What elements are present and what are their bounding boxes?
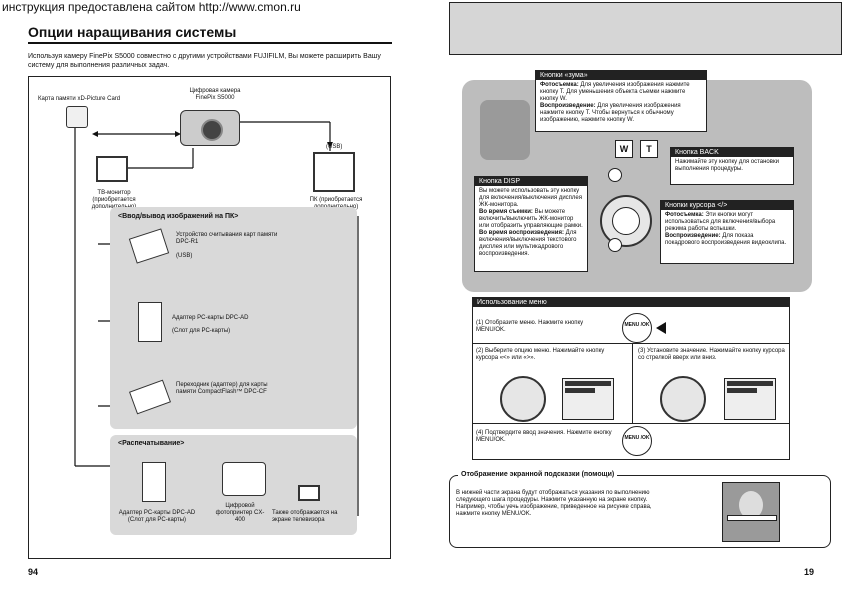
card-reader-label: Устройство считывания карт памяти DPC-R1: [176, 232, 278, 245]
menu-divider-1: [472, 343, 790, 344]
back-callout: Кнопка BACK Нажимайте эту кнопку для ост…: [670, 147, 794, 185]
right-page-number: 19: [804, 567, 815, 577]
cursor-header: Кнопки курсора </>: [661, 201, 793, 210]
menu-screen-3: [724, 378, 776, 420]
camera-grip: [480, 100, 530, 160]
menu-screen-2: [562, 378, 614, 420]
print-adapter-icon: [142, 462, 166, 502]
menu-ok-button[interactable]: [612, 207, 640, 235]
watermark-text: инструкция предоставлена сайтом http://w…: [2, 0, 301, 14]
help-box: [449, 475, 831, 548]
xd-card-icon: [66, 106, 88, 128]
help-text: В нижней части экрана будут отображаться…: [456, 490, 652, 517]
left-page-number: 94: [28, 567, 39, 577]
menu-ok-icon-1: MENU /OK: [622, 313, 652, 343]
disp-callout: Кнопка DISP Вы можете использовать эту к…: [474, 176, 588, 272]
printer-label: Цифровой фотопринтер CX-400: [215, 503, 265, 523]
menu-header: Использование меню: [473, 298, 789, 307]
cursor-play-text: Для показа покадрового воспроизведения в…: [665, 233, 787, 246]
pc-adapter-label: Адаптер PC-карты DPC-AD: [172, 315, 249, 321]
camera-icon: [180, 110, 240, 146]
zoom-play-label: Воспроизведение:: [540, 103, 596, 109]
photo-printer-icon: [222, 462, 266, 496]
printer-tv-label: Также отображается на экране телевизора: [272, 510, 338, 523]
menu-ok-icon-4: MENU /OK: [622, 426, 652, 456]
disp-button[interactable]: [608, 238, 622, 252]
back-text: Нажимайте эту кнопку для остановки выпол…: [675, 159, 779, 172]
menu-step3: (3) Установите значение. Нажимайте кнопк…: [638, 348, 785, 361]
zoom-play-text: Для увеличения изображения нажмите кнопк…: [540, 103, 681, 123]
top-gray-banner: [449, 2, 842, 55]
cursor-shoot-label: Фотосъемка:: [665, 212, 704, 218]
pc-adapter-slot: (Слот для PC-карты): [172, 328, 231, 334]
print-adapter-label: Адаптер PC-карты DPC-AD (Слот для PC-кар…: [118, 510, 196, 523]
cursor-shoot-text: Эти кнопки могут использоваться для вклю…: [665, 212, 776, 232]
pc-card-adapter-icon: [138, 302, 162, 342]
xd-card-label: Карта памяти xD-Picture Card: [38, 96, 121, 102]
cursor-play-label: Воспроизведение:: [665, 233, 721, 239]
disp-shoot-text: Вы можете включить/выключить ЖК-монитор …: [479, 209, 583, 229]
cf-adapter-label: Переходник (адаптер) для карты памяти Co…: [176, 382, 268, 395]
title-rule: [28, 42, 392, 44]
back-header: Кнопка BACK: [671, 148, 793, 157]
disp-shoot-label: Во время съемки:: [479, 209, 533, 215]
print-section-title: <Распечатывание>: [118, 440, 185, 447]
card-reader-usb: (USB): [176, 253, 193, 259]
pc-section-title: <Ввод/вывод изображений на ПК>: [118, 213, 239, 220]
help-photo: [722, 482, 780, 542]
pc-laptop-icon: [313, 152, 355, 192]
disp-header: Кнопка DISP: [475, 177, 587, 186]
zoom-callout: Кнопки «зума» Фотосъемка: Для увеличения…: [535, 70, 707, 132]
menu-step2: (2) Выберите опцию меню. Нажимайте кнопк…: [476, 348, 605, 361]
page-title: Опции наращивания системы: [28, 24, 237, 40]
disp-play-label: Во время воспроизведения:: [479, 230, 564, 236]
press-arrow-icon-1: [656, 322, 666, 334]
menu-step4: (4) Подтвердите ввод значения. Нажмите к…: [476, 430, 612, 443]
zoom-t-button[interactable]: T: [640, 140, 658, 158]
usb-label-top: (USB): [326, 144, 343, 150]
zoom-shoot-text: Для увеличения изображения нажмите кнопк…: [540, 82, 690, 102]
back-button[interactable]: [608, 168, 622, 182]
print-tv-icon: [298, 485, 320, 501]
camera-label: Цифровая камера FinePix S5000: [189, 88, 241, 101]
zoom-shoot-label: Фотосъемка:: [540, 82, 579, 88]
dpad-icon-3: [660, 376, 706, 422]
menu-divider-v: [632, 343, 633, 423]
disp-play-text: Для включения/выключения текстового дисп…: [479, 230, 577, 257]
system-diagram: [28, 76, 391, 559]
cursor-callout: Кнопки курсора </> Фотосъемка: Эти кнопк…: [660, 200, 794, 264]
zoom-w-button[interactable]: W: [615, 140, 633, 158]
menu-step1: (1) Отобразите меню. Нажмите кнопку MENU…: [476, 320, 584, 333]
dpad-icon-2: [500, 376, 546, 422]
intro-text: Используя камеру FinePix S5000 совместно…: [28, 53, 381, 69]
menu-divider-2: [472, 423, 790, 424]
help-title: Отображение экранной подсказки (помощи): [458, 471, 618, 478]
zoom-header: Кнопки «зума»: [536, 71, 706, 80]
tv-monitor-icon: [96, 156, 128, 182]
disp-intro: Вы можете использовать эту кнопку для вк…: [479, 188, 583, 208]
